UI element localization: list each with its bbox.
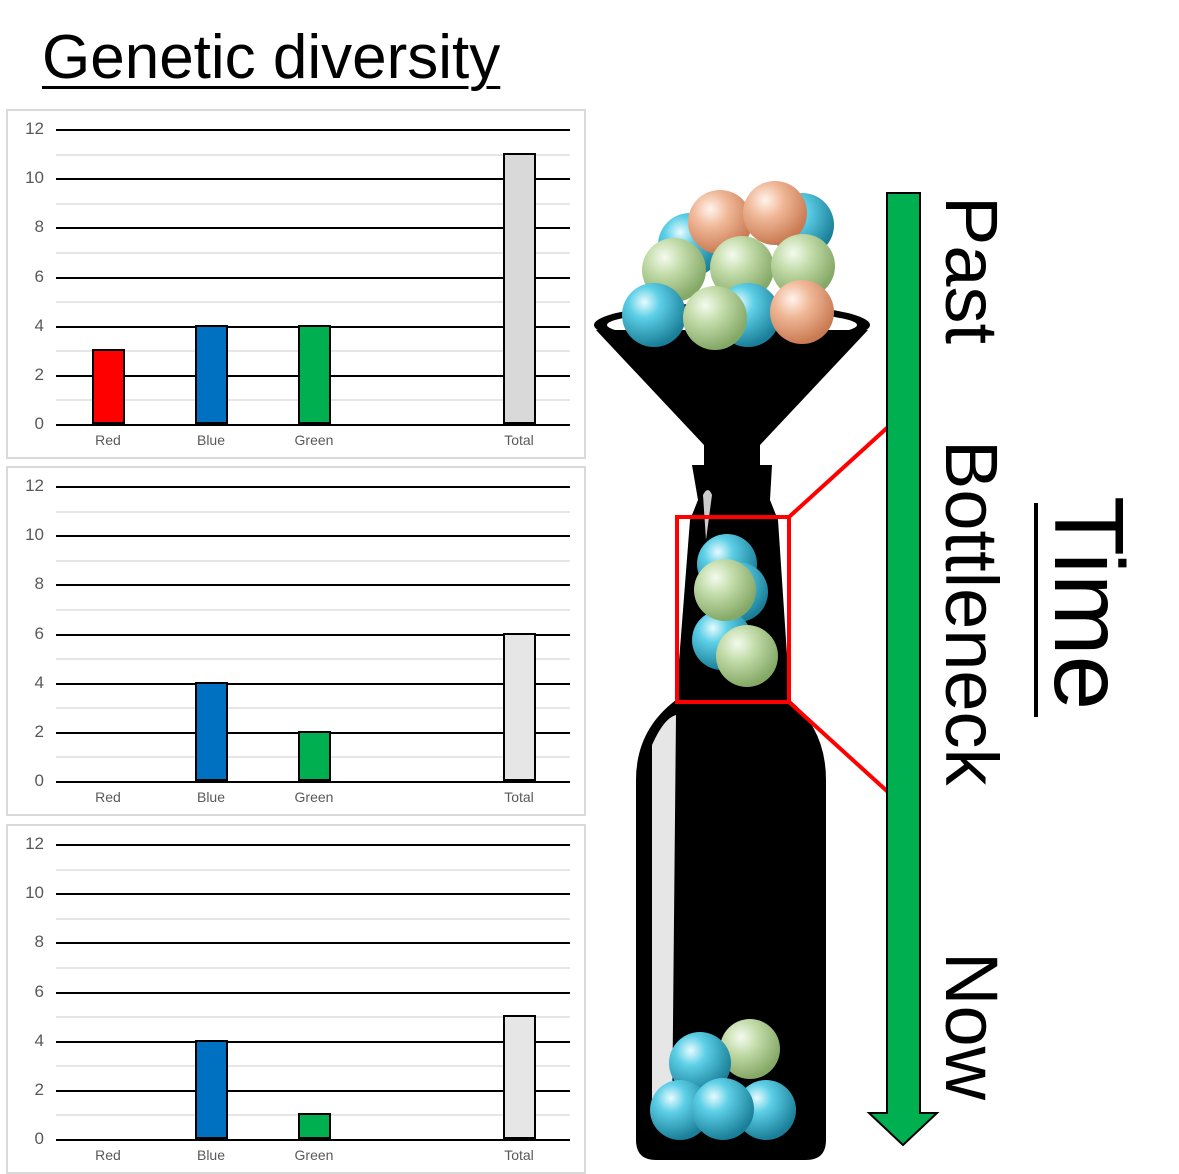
y-tick-label: 12 xyxy=(25,476,44,495)
label-bottleneck: Bottleneck xyxy=(930,440,1013,786)
x-tick-label: Green xyxy=(294,1147,334,1163)
y-tick-label: 6 xyxy=(34,623,44,643)
x-tick-label: Red xyxy=(95,1147,121,1163)
bar-blue xyxy=(194,324,228,424)
x-tick-label: Total xyxy=(504,1147,534,1163)
y-tick-label: 6 xyxy=(34,266,44,286)
bottleneck-marbles xyxy=(692,534,778,687)
bar-blue xyxy=(194,1039,228,1139)
x-tick-label: Blue xyxy=(196,789,226,805)
y-tick-label: 0 xyxy=(34,414,44,433)
y-tick-label: 10 xyxy=(25,883,44,903)
y-tick-label: 8 xyxy=(34,932,44,952)
y-tick-label: 2 xyxy=(34,364,44,384)
gridline xyxy=(56,251,570,254)
time-arrow xyxy=(866,192,940,1147)
gridline xyxy=(56,633,570,636)
gridline xyxy=(56,227,570,230)
gridline xyxy=(56,942,570,945)
y-tick-label: 8 xyxy=(34,574,44,594)
gridline xyxy=(56,486,570,488)
gridline xyxy=(56,707,570,710)
y-tick-label: 4 xyxy=(34,315,44,335)
y-tick-label: 4 xyxy=(34,1030,44,1050)
gridline xyxy=(56,1016,570,1019)
y-tick-label: 8 xyxy=(34,217,44,237)
gridline xyxy=(56,917,570,920)
label-time: Time xyxy=(1034,496,1144,711)
y-tick-label: 12 xyxy=(25,834,44,853)
y-tick-label: 10 xyxy=(25,525,44,545)
gridline xyxy=(56,1065,570,1068)
gridline xyxy=(56,682,570,685)
bar-total xyxy=(502,632,536,781)
gridline xyxy=(56,658,570,661)
x-tick-label: Green xyxy=(294,789,334,805)
y-tick-label: 6 xyxy=(34,981,44,1001)
gridline xyxy=(56,1139,570,1141)
bar-blue xyxy=(194,681,228,781)
gridline xyxy=(56,153,570,156)
past-marbles xyxy=(622,181,835,350)
gridline xyxy=(56,424,570,426)
x-tick-label: Blue xyxy=(196,432,226,448)
gridline xyxy=(56,844,570,846)
y-tick-label: 4 xyxy=(34,672,44,692)
bar-green xyxy=(297,730,331,781)
x-tick-label: Total xyxy=(504,789,534,805)
label-past: Past xyxy=(930,196,1013,345)
bar-red xyxy=(91,349,125,424)
gridline xyxy=(56,584,570,587)
gridline xyxy=(56,966,570,969)
now-marbles xyxy=(650,1019,796,1140)
label-now: Now xyxy=(930,952,1013,1101)
gridline xyxy=(56,781,570,783)
bar-total xyxy=(502,1015,536,1139)
bar-green xyxy=(297,1113,331,1139)
x-tick-label: Red xyxy=(95,432,121,448)
bar-green xyxy=(297,324,331,424)
gridline xyxy=(56,1040,570,1043)
gridline xyxy=(56,301,570,304)
y-tick-label: 10 xyxy=(25,168,44,188)
gridline xyxy=(56,535,570,538)
y-tick-label: 0 xyxy=(34,1129,44,1148)
page-title: Genetic diversity xyxy=(42,23,501,92)
gridline xyxy=(56,608,570,611)
gridline xyxy=(56,178,570,181)
y-tick-label: 0 xyxy=(34,771,44,790)
gridline xyxy=(56,129,570,131)
x-tick-label: Blue xyxy=(196,1147,226,1163)
y-tick-label: 2 xyxy=(34,1079,44,1099)
gridline xyxy=(56,276,570,279)
y-tick-label: 2 xyxy=(34,721,44,741)
gridline xyxy=(56,991,570,994)
x-tick-label: Red xyxy=(95,789,121,805)
x-tick-label: Green xyxy=(294,432,334,448)
bar-total xyxy=(502,152,536,424)
gridline xyxy=(56,893,570,896)
gridline xyxy=(56,510,570,513)
y-tick-label: 12 xyxy=(25,119,44,138)
gridline xyxy=(56,559,570,562)
gridline xyxy=(56,202,570,205)
gridline xyxy=(56,868,570,871)
gridline xyxy=(56,1089,570,1092)
x-tick-label: Total xyxy=(504,432,534,448)
bottle-icon xyxy=(636,465,826,1160)
bottleneck-highlight xyxy=(675,425,890,794)
